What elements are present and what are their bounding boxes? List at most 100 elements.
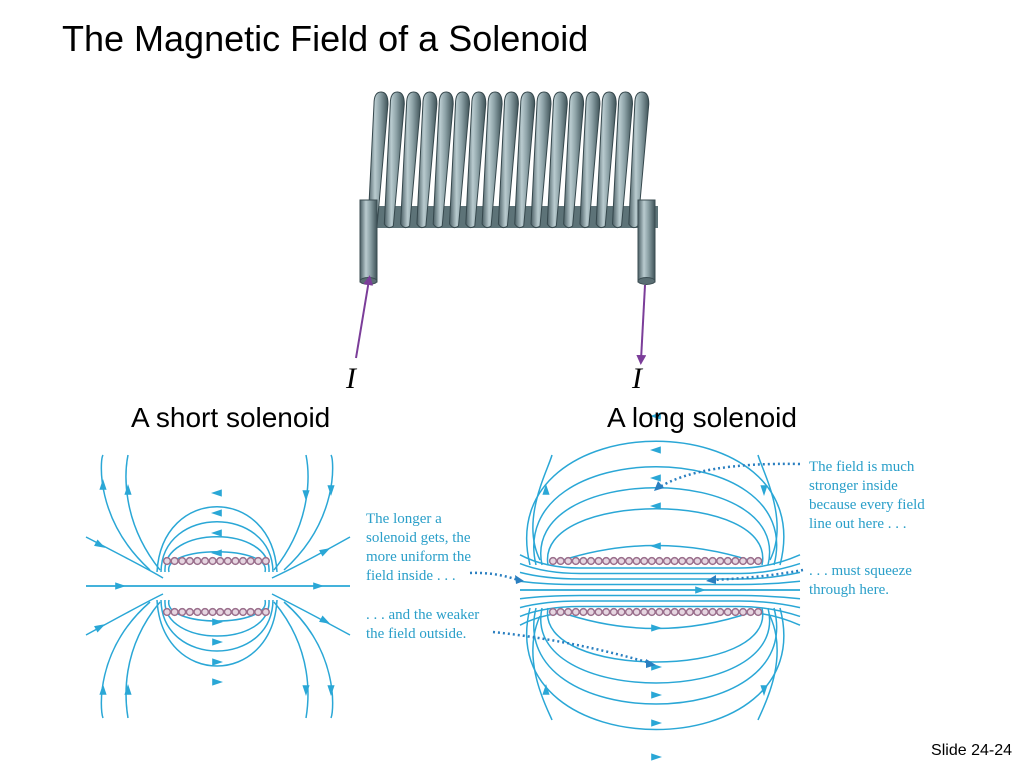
wire-cross-section: [193, 556, 202, 566]
field-arrow: [319, 548, 331, 557]
field-arrow: [313, 582, 324, 590]
wire-cross-section: [678, 607, 687, 617]
wire-cross-section: [238, 556, 248, 566]
wire-cross-section: [632, 607, 641, 617]
field-arrow: [94, 624, 106, 633]
wire-cross-section: [594, 556, 603, 566]
coil-turn: [530, 91, 552, 229]
field-line: [540, 607, 771, 684]
wire-cross-section: [231, 607, 240, 617]
wire-cross-section: [200, 607, 210, 617]
wire-cross-section: [556, 607, 565, 617]
wire-cross-section: [185, 556, 194, 566]
field-arrow: [542, 684, 550, 695]
field-arrow: [651, 719, 662, 727]
field-line: [160, 521, 274, 573]
coil-lead-left: [359, 199, 378, 283]
coil-turn: [383, 91, 405, 229]
weaker-annotation: . . . and the weaker the field outside.: [366, 607, 480, 642]
wire-cross-section: [579, 607, 588, 617]
field-line: [526, 440, 785, 566]
wire-cross-section: [723, 607, 732, 617]
coil-turn: [465, 91, 487, 229]
long-solenoid-field: [519, 412, 801, 761]
field-line: [160, 599, 274, 652]
field-line: [100, 601, 151, 719]
field-line: [273, 454, 309, 571]
wire-cross-section: [754, 607, 763, 617]
field-arrow: [650, 446, 661, 454]
slide-title: The Magnetic Field of a Solenoid: [62, 18, 589, 59]
field-line: [156, 599, 278, 667]
field-arrow: [651, 691, 662, 699]
field-line: [532, 454, 553, 561]
field-arrow: [760, 485, 768, 496]
wire-cross-section: [716, 556, 725, 566]
wire-cross-section: [655, 607, 664, 617]
field-line: [547, 508, 764, 566]
stronger-annotation: The field is much stronger inside becaus…: [809, 459, 925, 532]
field-line: [271, 593, 351, 636]
wire-cross-section: [586, 607, 596, 617]
wire-cross-section: [571, 556, 580, 566]
wire-cross-section: [602, 607, 611, 617]
field-arrow: [542, 484, 550, 495]
wire-cross-section: [602, 556, 611, 566]
field-line: [100, 454, 151, 571]
wire-cross-section: [170, 556, 179, 566]
coil-turn: [579, 91, 601, 229]
field-line: [757, 615, 778, 721]
field-arrow: [650, 502, 661, 510]
field-arrow: [302, 685, 310, 696]
field-arrow: [124, 484, 132, 495]
field-line: [273, 601, 309, 719]
wire-cross-section: [624, 607, 634, 617]
wire-cross-section: [693, 607, 702, 617]
wire-cross-section: [700, 607, 710, 617]
wire-cross-section: [185, 607, 194, 617]
field-arrow: [212, 658, 223, 666]
field-arrow: [327, 685, 335, 696]
field-arrow: [212, 618, 223, 626]
wire-cross-section: [738, 556, 748, 566]
field-line: [519, 594, 801, 600]
field-arrow: [211, 529, 222, 537]
coil-turn: [628, 91, 650, 229]
coil-lead-right: [637, 199, 656, 283]
field-line: [519, 580, 801, 586]
field-line: [125, 601, 161, 719]
wire-cross-section: [231, 556, 240, 566]
field-line: [547, 607, 764, 663]
wire-cross-section: [193, 607, 202, 617]
wire-cross-section: [246, 556, 255, 566]
wire-cross-section: [754, 556, 763, 566]
pointer-stronger-head: [654, 481, 664, 491]
field-arrow: [212, 678, 223, 686]
wire-cross-section: [162, 556, 172, 566]
field-arrow: [651, 624, 662, 632]
wire-cross-section: [640, 556, 649, 566]
wire-cross-section: [178, 607, 187, 617]
field-arrow: [211, 509, 222, 517]
field-line: [519, 571, 801, 580]
wire-cross-section: [208, 607, 217, 617]
wire-cross-section: [662, 607, 672, 617]
wire-cross-section: [685, 556, 694, 566]
wire-cross-section: [254, 607, 263, 617]
wire-cross-section: [731, 556, 740, 566]
wire-cross-section: [632, 556, 641, 566]
uniform-annotation: The longer a solenoid gets, the more uni…: [366, 511, 471, 584]
field-line: [532, 615, 553, 721]
field-line: [533, 607, 778, 705]
wire-cross-section: [238, 607, 248, 617]
wire-cross-section: [700, 556, 710, 566]
short-solenoid-field: [85, 454, 351, 719]
field-arrow: [99, 684, 107, 695]
wire-cross-section: [178, 556, 187, 566]
wire-cross-section: [223, 556, 232, 566]
coil-illustration: [355, 91, 658, 365]
wire-cross-section: [746, 556, 755, 566]
field-line: [519, 562, 801, 575]
coil-turns: [367, 91, 650, 229]
wire-cross-section: [746, 607, 755, 617]
